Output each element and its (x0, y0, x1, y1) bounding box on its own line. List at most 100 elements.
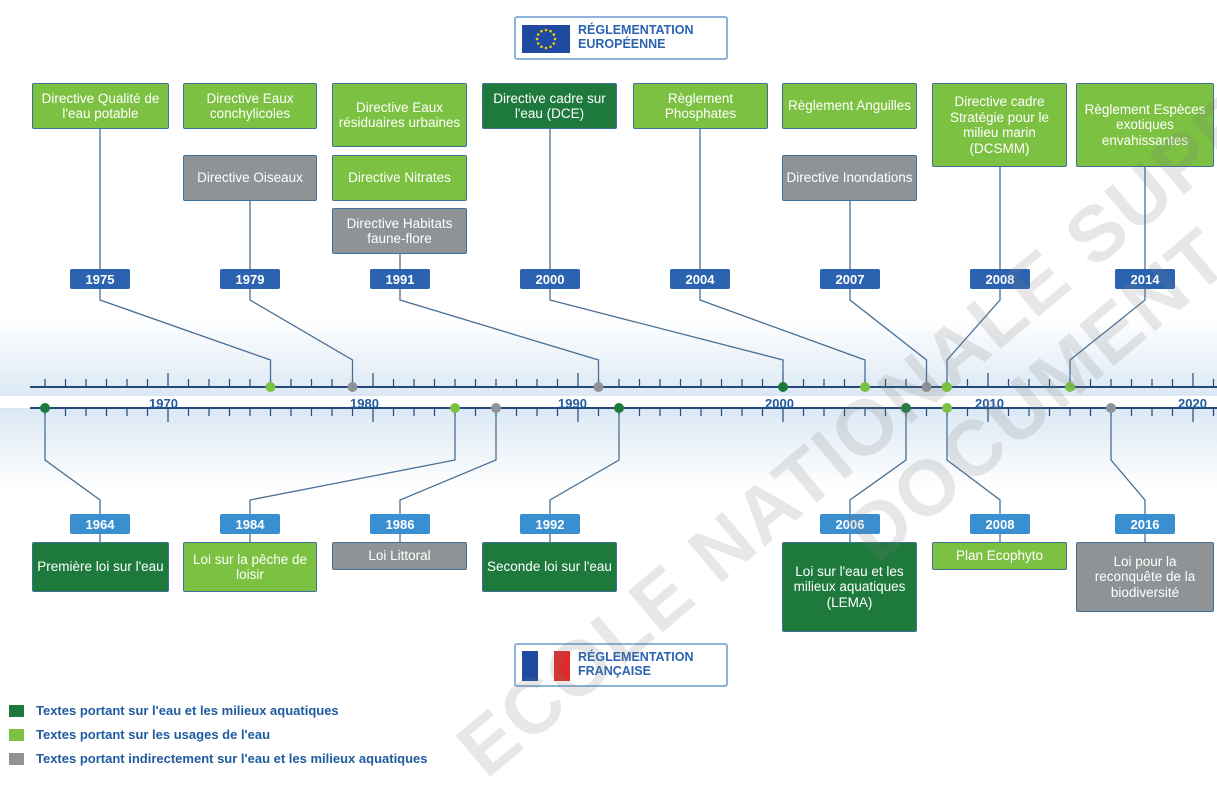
eu-timeline-dot (921, 382, 932, 392)
eu-star (540, 45, 543, 49)
legend-swatch-grey (9, 752, 24, 765)
eu-item-1979-conchylicoles: Directive Eaux conchylicoles (183, 83, 317, 129)
eu-year-connector (1069, 289, 1146, 387)
fr-year-connector (399, 408, 497, 514)
fr-timeline-dot (942, 403, 952, 413)
eu-item-label: Directive Nitrates (348, 170, 451, 186)
eu-item-label: Règlement Anguilles (787, 98, 912, 114)
fr-item-1986: Loi Littoral (332, 542, 467, 570)
eu-star (549, 45, 552, 49)
legend-item-grey: Textes portant indirectement sur l'eau e… (9, 751, 428, 766)
fr-item-label: Loi sur la pêche de loisir (192, 551, 308, 583)
eu-star (553, 37, 557, 41)
fr-year-connector (249, 408, 456, 514)
fr-item-label: Loi pour la reconquête de la biodiversit… (1094, 553, 1196, 600)
eu-year-1975: 1975 (70, 269, 130, 289)
fr-timeline-dot (450, 403, 460, 413)
eu-item-1991-residuaires: Directive Eaux résiduaires urbaines (332, 83, 467, 147)
fr-year-connector (549, 408, 620, 514)
eu-year-1991: 1991 (370, 269, 430, 289)
fr-year-1964: 1964 (70, 514, 130, 534)
eu-star (549, 29, 552, 33)
legend-label: Textes portant sur l'eau et les milieux … (36, 703, 339, 718)
eu-flag-icon (522, 25, 570, 53)
eu-item-label: Directive cadre Stratégie pour le milieu… (949, 94, 1050, 156)
eu-year-connector (99, 289, 272, 387)
french-flag-icon (522, 651, 570, 681)
eu-item-1975: Directive Qualité de l'eau potable (32, 83, 169, 129)
fr-year-1986: 1986 (370, 514, 430, 534)
eu-item-1991-nitrates: Directive Nitrates (332, 155, 467, 201)
axis-label-2020: 2020 (1178, 396, 1207, 411)
eu-timeline-dot (860, 382, 870, 392)
eu-star (544, 28, 548, 32)
eu-star (540, 29, 543, 33)
fr-year-connector (1110, 408, 1146, 514)
fr-item-2006: Loi sur l'eau et les milieux aquatiques … (782, 542, 917, 632)
fr-year-connector (44, 408, 101, 514)
eu-item-label: Règlement Phosphates (664, 90, 737, 122)
fr-timeline-dot (614, 403, 624, 413)
eu-star (536, 42, 540, 45)
eu-item-label: Directive Inondations (786, 170, 913, 186)
fr-item-label: Première loi sur l'eau (37, 559, 164, 575)
eu-item-label: Directive Eaux résiduaires urbaines (338, 99, 461, 131)
fr-item-1964: Première loi sur l'eau (32, 542, 169, 592)
fr-timeline-dot (491, 403, 501, 413)
eu-year-connector (699, 289, 866, 387)
axis-label-1980: 1980 (350, 396, 379, 411)
fr-timeline-dot (40, 403, 50, 413)
eu-year-connector (849, 289, 928, 387)
eu-item-2007-anguilles: Règlement Anguilles (782, 83, 917, 129)
eu-timeline-dot (347, 382, 358, 392)
fr-year-connector (946, 408, 1001, 514)
eu-item-2004: Règlement Phosphates (633, 83, 768, 129)
eu-timeline-dot (778, 382, 788, 392)
eu-year-2008: 2008 (970, 269, 1030, 289)
eu-item-label: Directive cadre sur l'eau (DCE) (493, 90, 606, 122)
eu-year-2004: 2004 (670, 269, 730, 289)
eu-year-connector (399, 289, 600, 387)
fr-item-label: Loi sur l'eau et les milieux aquatiques … (793, 563, 906, 610)
fr-item-1984: Loi sur la pêche de loisir (183, 542, 317, 592)
legend-item-dark-green: Textes portant sur l'eau et les milieux … (9, 703, 339, 718)
fr-year-2006: 2006 (820, 514, 880, 534)
fr-header-line2: FRANÇAISE (578, 664, 651, 678)
eu-star (544, 46, 548, 50)
eu-timeline-dot (593, 382, 604, 392)
timeline-svg (30, 129, 1217, 542)
eu-year-connector (946, 289, 1001, 387)
fr-item-1992: Seconde loi sur l'eau (482, 542, 617, 592)
fr-item-label: Plan Ecophyto (955, 548, 1044, 564)
eu-item-label: Règlement Espèces exotiques envahissante… (1084, 101, 1206, 148)
legend-label: Textes portant sur les usages de l'eau (36, 727, 271, 742)
fr-item-label: Seconde loi sur l'eau (487, 559, 612, 575)
eu-header: RÉGLEMENTATION EUROPÉENNE (514, 16, 728, 60)
fr-timeline-dot (1106, 403, 1116, 413)
eu-timeline-dot (265, 382, 276, 392)
eu-item-label: Directive Oiseaux (197, 170, 303, 186)
legend-label: Textes portant indirectement sur l'eau e… (36, 751, 428, 766)
axis-label-2010: 2010 (975, 396, 1004, 411)
eu-item-label: Directive Qualité de l'eau potable (41, 90, 160, 122)
eu-item-1991-habitats: Directive Habitats faune-flore (332, 208, 467, 254)
upper-band (0, 318, 1217, 396)
eu-star (536, 33, 540, 36)
fr-timeline-dot (901, 403, 911, 413)
eu-header-line2: EUROPÉENNE (578, 37, 666, 51)
fr-year-1984: 1984 (220, 514, 280, 534)
eu-year-2014: 2014 (1115, 269, 1175, 289)
fr-header: RÉGLEMENTATION FRANÇAISE (514, 643, 728, 687)
fr-year-2016: 2016 (1115, 514, 1175, 534)
eu-year-connector (549, 289, 784, 387)
legend-swatch-light-green (9, 728, 24, 741)
eu-header-line1: RÉGLEMENTATION (578, 23, 694, 37)
fr-year-connector (849, 408, 907, 514)
eu-timeline-dot (941, 382, 952, 392)
eu-item-2007-inondations: Directive Inondations (782, 155, 917, 201)
eu-year-2000: 2000 (520, 269, 580, 289)
fr-item-2016: Loi pour la reconquête de la biodiversit… (1076, 542, 1214, 612)
eu-star (535, 37, 539, 41)
lower-band (0, 408, 1217, 488)
